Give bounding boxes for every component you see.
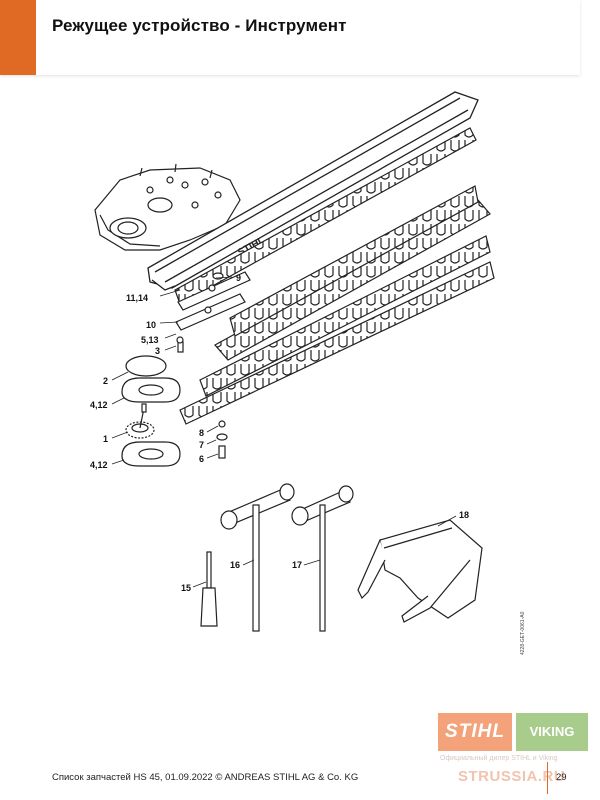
combination-wrench-17-drawing: [291, 485, 354, 632]
header-accent-bar: [0, 0, 36, 75]
footer-copyright: Список запчастей HS 45, 01.09.2022 © AND…: [52, 772, 359, 783]
callout-numbers: 9 11,14 10 5,13 3 2 4,12 1 8 7 6 4,12 18…: [90, 273, 469, 593]
dealer-logo: STIHL VIKING: [438, 713, 588, 751]
callout-3: 3: [155, 346, 160, 356]
washer-disc-drawing: [125, 355, 167, 377]
page-title: Режущее устройство - Инструмент: [52, 16, 347, 35]
callout-16: 16: [230, 560, 240, 570]
callout-4-12-lower: 4,12: [90, 460, 108, 470]
dealer-caption: Официальный дилер STIHL и Viking: [440, 755, 558, 762]
callout-6: 6: [199, 454, 204, 464]
page-number: 29: [556, 772, 567, 783]
callout-8: 8: [199, 428, 204, 438]
callout-1: 1: [103, 434, 108, 444]
thrust-plate-upper-drawing: [121, 377, 181, 403]
stihl-logo: STIHL: [438, 713, 512, 751]
spacer-plates-drawing: [175, 271, 251, 331]
callout-9: 9: [236, 273, 241, 283]
callout-15: 15: [181, 583, 191, 593]
callout-18: 18: [459, 510, 469, 520]
site-watermark: STRUSSIA.RU: [458, 768, 566, 785]
callout-2: 2: [103, 376, 108, 386]
callout-17: 17: [292, 560, 302, 570]
drawing-reference-code: 4228-GET-0061-A0: [520, 611, 526, 655]
callout-11-14: 11,14: [126, 293, 148, 303]
callout-7: 7: [199, 440, 204, 450]
callout-5-13: 5,13: [141, 335, 159, 345]
viking-logo: VIKING: [516, 713, 588, 751]
page-number-divider: [547, 762, 548, 794]
callout-leader-lines: [111, 276, 457, 588]
upper-cutting-blade-drawing: [174, 127, 491, 361]
callout-10: 10: [146, 320, 156, 330]
spur-gear-drawing: [125, 403, 155, 439]
combination-wrench-16-drawing: [220, 483, 295, 632]
gear-housing-drawing: [94, 163, 241, 251]
lower-cutting-blade-drawing: [179, 235, 495, 425]
safety-glasses-drawing: [357, 519, 483, 623]
thrust-plate-lower-drawing: [121, 441, 181, 467]
callout-4-12-upper: 4,12: [90, 400, 108, 410]
screwdriver-drawing: [200, 551, 218, 627]
screw-washer-set-drawing: [176, 336, 228, 459]
page-header: Режущее устройство - Инструмент: [0, 0, 580, 75]
